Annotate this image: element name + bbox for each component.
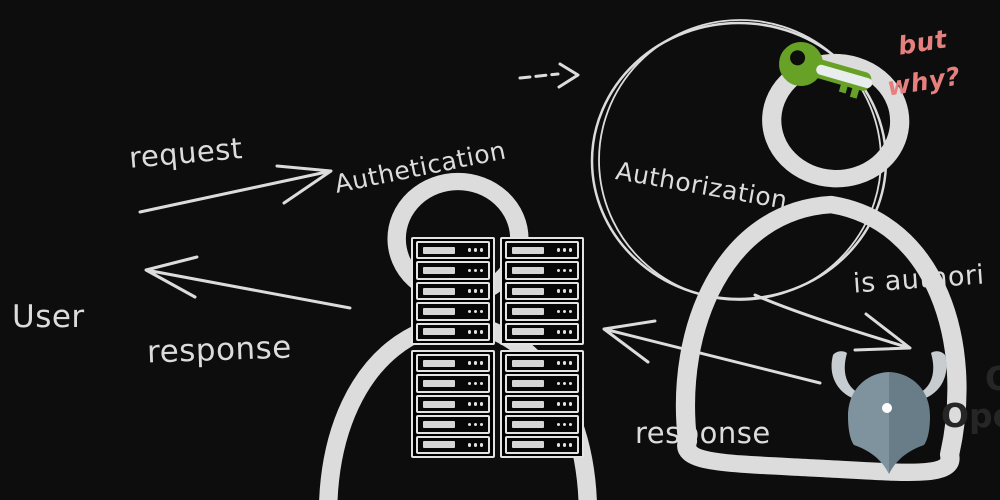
server-unit [416, 415, 490, 434]
server-unit [505, 281, 579, 301]
server-drive-bay [423, 246, 455, 254]
server-led-dots [556, 402, 572, 406]
server-drive-bay [423, 267, 455, 275]
server-drive-bay [512, 287, 544, 295]
server-led-dots [467, 248, 483, 252]
server-drive-bay [512, 328, 544, 336]
server-unit [505, 435, 579, 455]
viking-helmet-icon [831, 351, 947, 474]
response-arrow-to-user [144, 255, 352, 310]
server-drive-bay [423, 441, 455, 449]
server-unit [416, 302, 490, 321]
key-icon [779, 42, 873, 99]
server-drive-bay [512, 420, 544, 428]
server-unit [505, 261, 579, 280]
server-led-dots [556, 330, 572, 334]
server-rack-group [411, 350, 495, 458]
server-unit [416, 354, 490, 373]
server-drive-bay [423, 420, 455, 428]
server-drive-bay [512, 307, 544, 315]
server-led-dots [556, 248, 572, 252]
server-led-dots [556, 268, 572, 273]
server-drive-bay [512, 400, 544, 408]
server-unit [416, 394, 490, 414]
server-unit [416, 374, 490, 393]
server-drive-bay [423, 380, 455, 388]
server-drive-bay [512, 246, 544, 254]
user-label: User [12, 299, 85, 335]
server-unit [505, 241, 579, 260]
helmet-dot [882, 403, 892, 413]
server-drive-bay [423, 400, 455, 408]
server-drive-bay [512, 380, 544, 388]
server-led-dots [467, 309, 483, 314]
server-drive-bay [512, 441, 544, 449]
server-led-dots [556, 422, 572, 427]
server-drive-bay [423, 328, 455, 336]
server-led-dots [467, 402, 483, 406]
server-led-dots [556, 309, 572, 314]
response-arrow-to-servers [602, 319, 822, 385]
server-drive-bay [512, 267, 544, 275]
server-led-dots [467, 268, 483, 273]
authorization-circle [590, 19, 888, 301]
server-led-dots [467, 381, 483, 386]
brand-text-line2: Ope [941, 396, 1000, 435]
server-unit [416, 435, 490, 455]
server-led-dots [467, 443, 483, 447]
server-unit [505, 415, 579, 434]
server-led-dots [556, 381, 572, 386]
server-unit [505, 354, 579, 373]
response-label-right: response [635, 416, 771, 450]
request-arrow [138, 164, 333, 214]
server-rack-group [500, 237, 584, 345]
server-unit [505, 302, 579, 321]
server-drive-bay [423, 359, 455, 367]
server-led-dots [467, 361, 483, 365]
server-rack-group [411, 237, 495, 345]
server-unit [416, 281, 490, 301]
brand-text-line1: O [985, 359, 1000, 398]
server-unit [416, 322, 490, 342]
server-drive-bay [423, 307, 455, 315]
authorized-arrow [753, 293, 912, 352]
server-unit [416, 241, 490, 260]
server-unit [505, 374, 579, 393]
server-led-dots [556, 289, 572, 293]
server-unit [416, 261, 490, 280]
server-drive-bay [512, 359, 544, 367]
server-unit [505, 394, 579, 414]
response-label-left: response [146, 329, 293, 371]
server-unit [505, 322, 579, 342]
server-drive-bay [423, 287, 455, 295]
server-led-dots [467, 289, 483, 293]
dashed-arrow-icon [518, 62, 580, 89]
server-rack [411, 237, 584, 458]
server-led-dots [467, 330, 483, 334]
server-led-dots [467, 422, 483, 427]
server-led-dots [556, 443, 572, 447]
server-rack-group [500, 350, 584, 458]
server-led-dots [556, 361, 572, 365]
